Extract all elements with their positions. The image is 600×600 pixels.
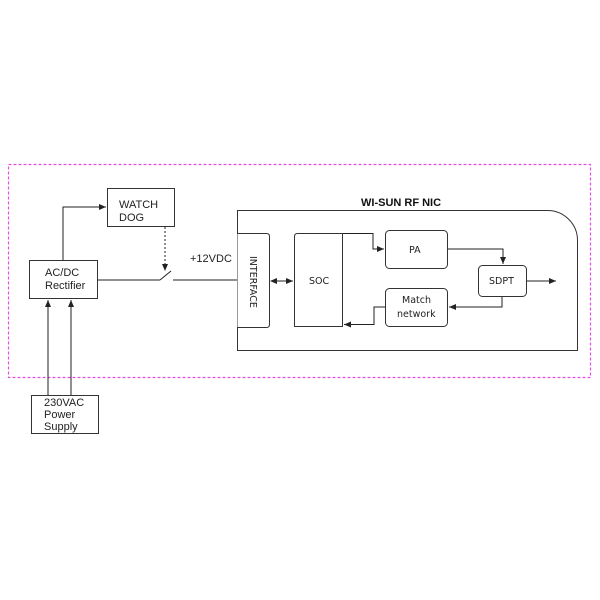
soc-label: SOC (309, 276, 330, 287)
rectifier-block: AC/DC Rectifier (29, 260, 98, 299)
voltage-label: +12VDC (190, 253, 232, 265)
sdpt-label: SDPT (489, 276, 514, 287)
nic-container (237, 210, 578, 351)
power-supply-label-2: Power (44, 409, 76, 421)
match-label-2: network (397, 309, 436, 320)
interface-label: INTERFACE (247, 256, 258, 308)
watchdog-block: WATCH DOG (107, 188, 175, 227)
system-boundary (7, 163, 592, 379)
sdpt-block: SDPT (478, 265, 527, 297)
watchdog-label-2: DOG (119, 212, 144, 224)
rectifier-to-watchdog (62, 204, 106, 260)
rectifier-label-1: AC/DC (45, 267, 79, 279)
match-to-soc (344, 306, 385, 328)
soc-to-pa (343, 233, 384, 252)
sdpt-to-match (449, 297, 503, 310)
pa-label: PA (409, 245, 421, 256)
power-supply-label-1: 230VAC (44, 397, 84, 409)
pa-block: PA (385, 230, 448, 269)
interface-block: INTERFACE (237, 233, 270, 328)
pa-to-sdpt (448, 248, 506, 264)
rectifier-label-2: Rectifier (45, 280, 86, 292)
watchdog-label-1: WATCH (119, 199, 158, 211)
nic-title: WI-SUN RF NIC (361, 197, 441, 209)
power-supply-block: 230VAC Power Supply (31, 395, 99, 434)
match-label-1: Match (402, 295, 431, 306)
switch-icon (159, 270, 172, 281)
soc-block: SOC (294, 233, 343, 327)
power-supply-label-3: Supply (44, 421, 78, 433)
match-network-block: Match network (385, 288, 448, 327)
